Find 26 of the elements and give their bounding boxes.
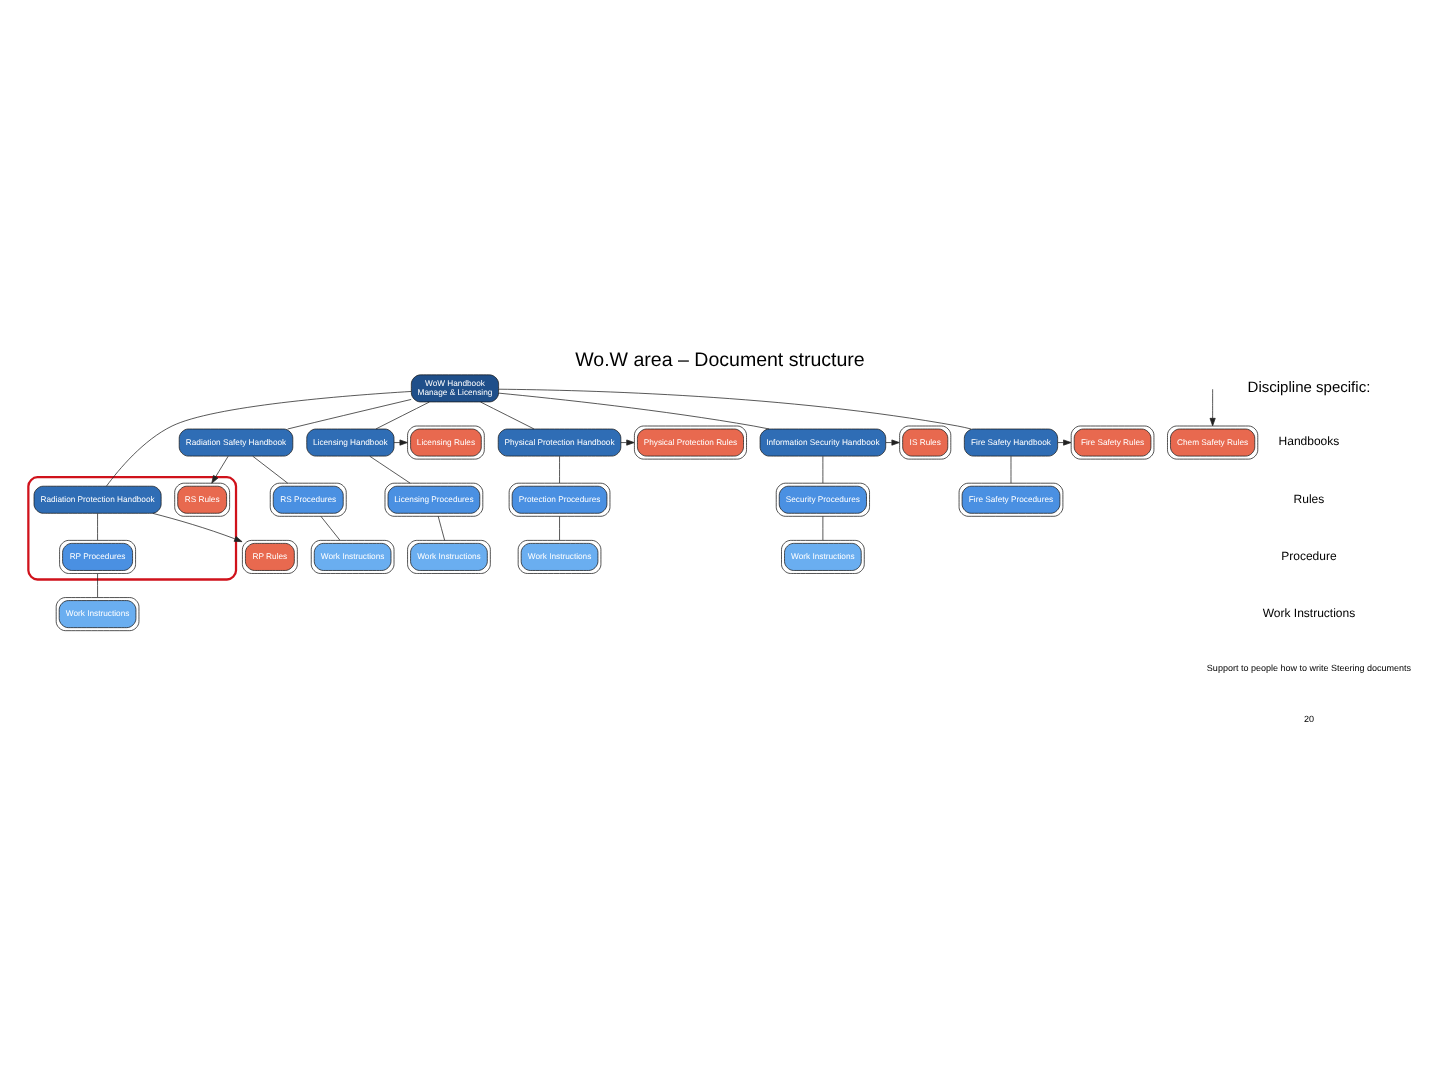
connector (287, 399, 412, 430)
connector (97, 513, 98, 541)
arrow (211, 455, 229, 484)
arrow (620, 439, 635, 446)
connector (1010, 455, 1012, 484)
connector (822, 515, 824, 541)
connector (320, 515, 341, 541)
connector (437, 515, 446, 541)
connector (822, 455, 824, 484)
connector (97, 573, 98, 598)
connector (559, 515, 560, 541)
arrow (1057, 439, 1072, 446)
arrow (393, 439, 408, 446)
connector (498, 392, 770, 430)
label: Discipline specific: (1247, 378, 1371, 397)
connector (106, 391, 412, 487)
arrow (152, 513, 243, 542)
connector (252, 455, 289, 484)
connector (498, 388, 972, 430)
connector (559, 455, 560, 484)
connector (480, 401, 535, 430)
diagram-title: Wo.W area – Document structure (575, 349, 865, 372)
connector (375, 401, 430, 430)
arrow (1209, 388, 1216, 427)
connector (369, 455, 411, 484)
arrow (885, 439, 900, 446)
